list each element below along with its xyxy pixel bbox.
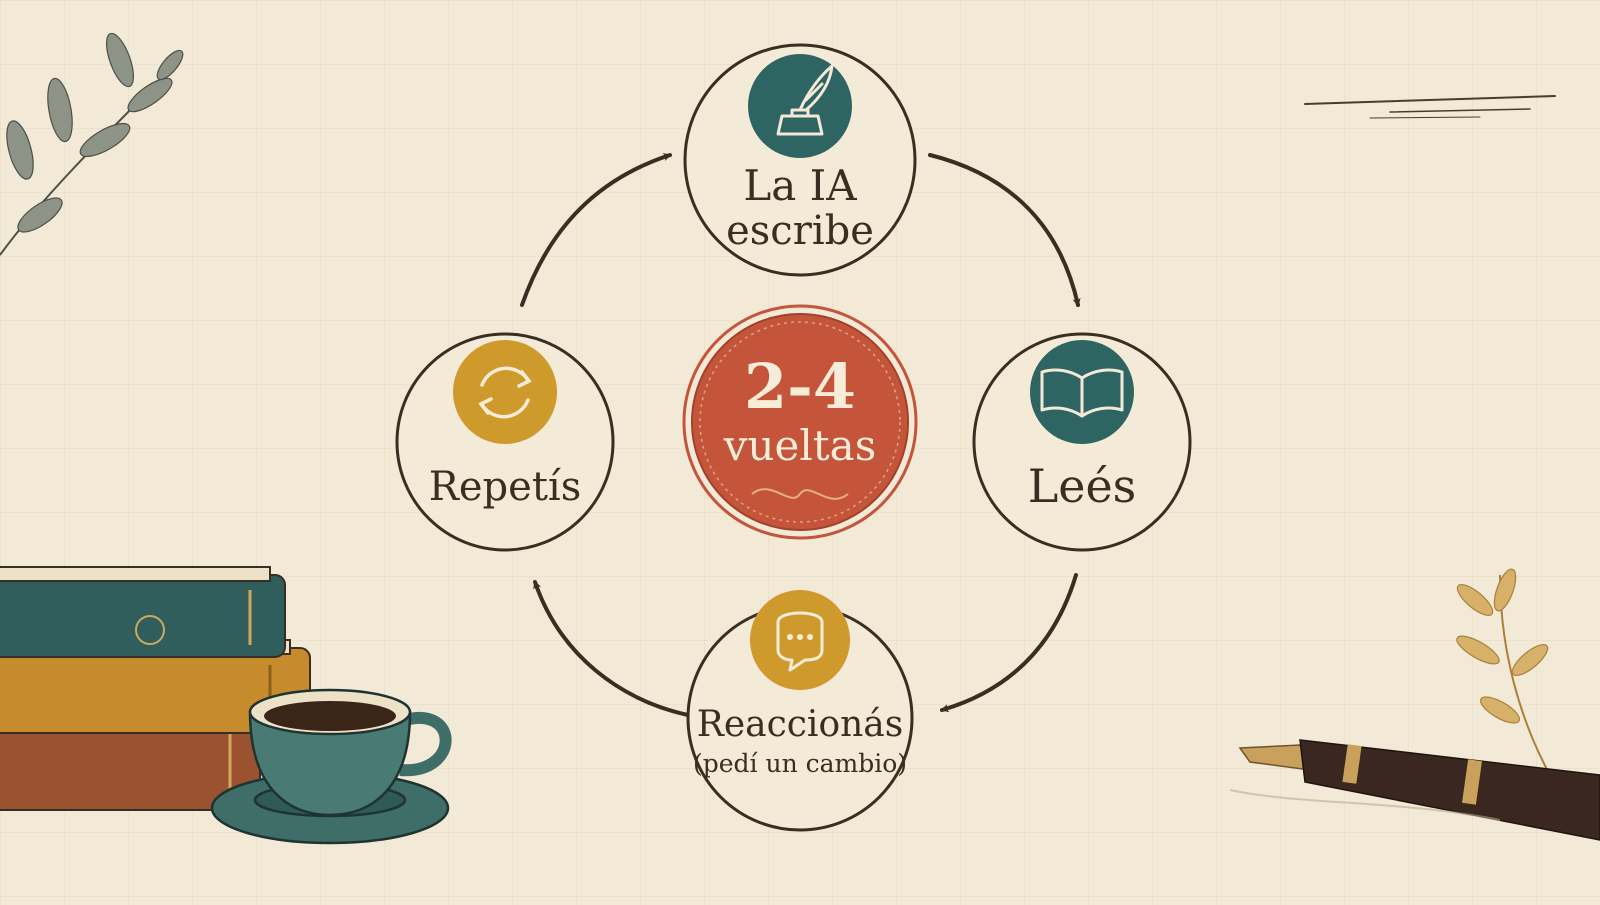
node-react: Reaccionás (pedí un cambio) bbox=[686, 590, 914, 832]
quill-inkwell-icon bbox=[776, 64, 834, 136]
node-write-line1: La IA bbox=[743, 161, 857, 210]
leaf-branch-illustration bbox=[0, 32, 184, 256]
arrow-react-to-repeat bbox=[533, 580, 690, 717]
node-react-line1: Reaccionás bbox=[697, 704, 904, 745]
center-badge: 2-4 vueltas bbox=[682, 304, 918, 540]
coffee-cup-illustration bbox=[210, 688, 452, 845]
node-read: Leés bbox=[972, 332, 1192, 552]
arrow-read-to-react bbox=[940, 573, 1078, 713]
golden-leaf-sprig-illustration bbox=[1456, 568, 1551, 776]
flourish-ornament bbox=[751, 488, 849, 500]
node-write-line2: escribe bbox=[726, 208, 874, 254]
node-react-line2: (pedí un cambio) bbox=[693, 749, 907, 778]
decorative-pen-strokes bbox=[1304, 95, 1556, 119]
speech-bubble-icon bbox=[776, 611, 824, 672]
arrow-write-to-read bbox=[928, 153, 1081, 307]
refresh-arrows-icon bbox=[478, 366, 532, 419]
node-read-label: Leés bbox=[1028, 459, 1137, 513]
open-book-icon bbox=[1040, 368, 1124, 418]
node-repeat-label: Repetís bbox=[429, 464, 581, 510]
fountain-pen-illustration bbox=[1229, 739, 1600, 841]
node-repeat: Repetís bbox=[395, 332, 615, 552]
node-write: La IA escribe bbox=[683, 43, 917, 277]
arrow-repeat-to-write bbox=[520, 153, 672, 307]
cycle-arrows bbox=[520, 153, 1081, 717]
center-count: 2-4 bbox=[744, 350, 856, 423]
center-unit: vueltas bbox=[723, 421, 877, 470]
